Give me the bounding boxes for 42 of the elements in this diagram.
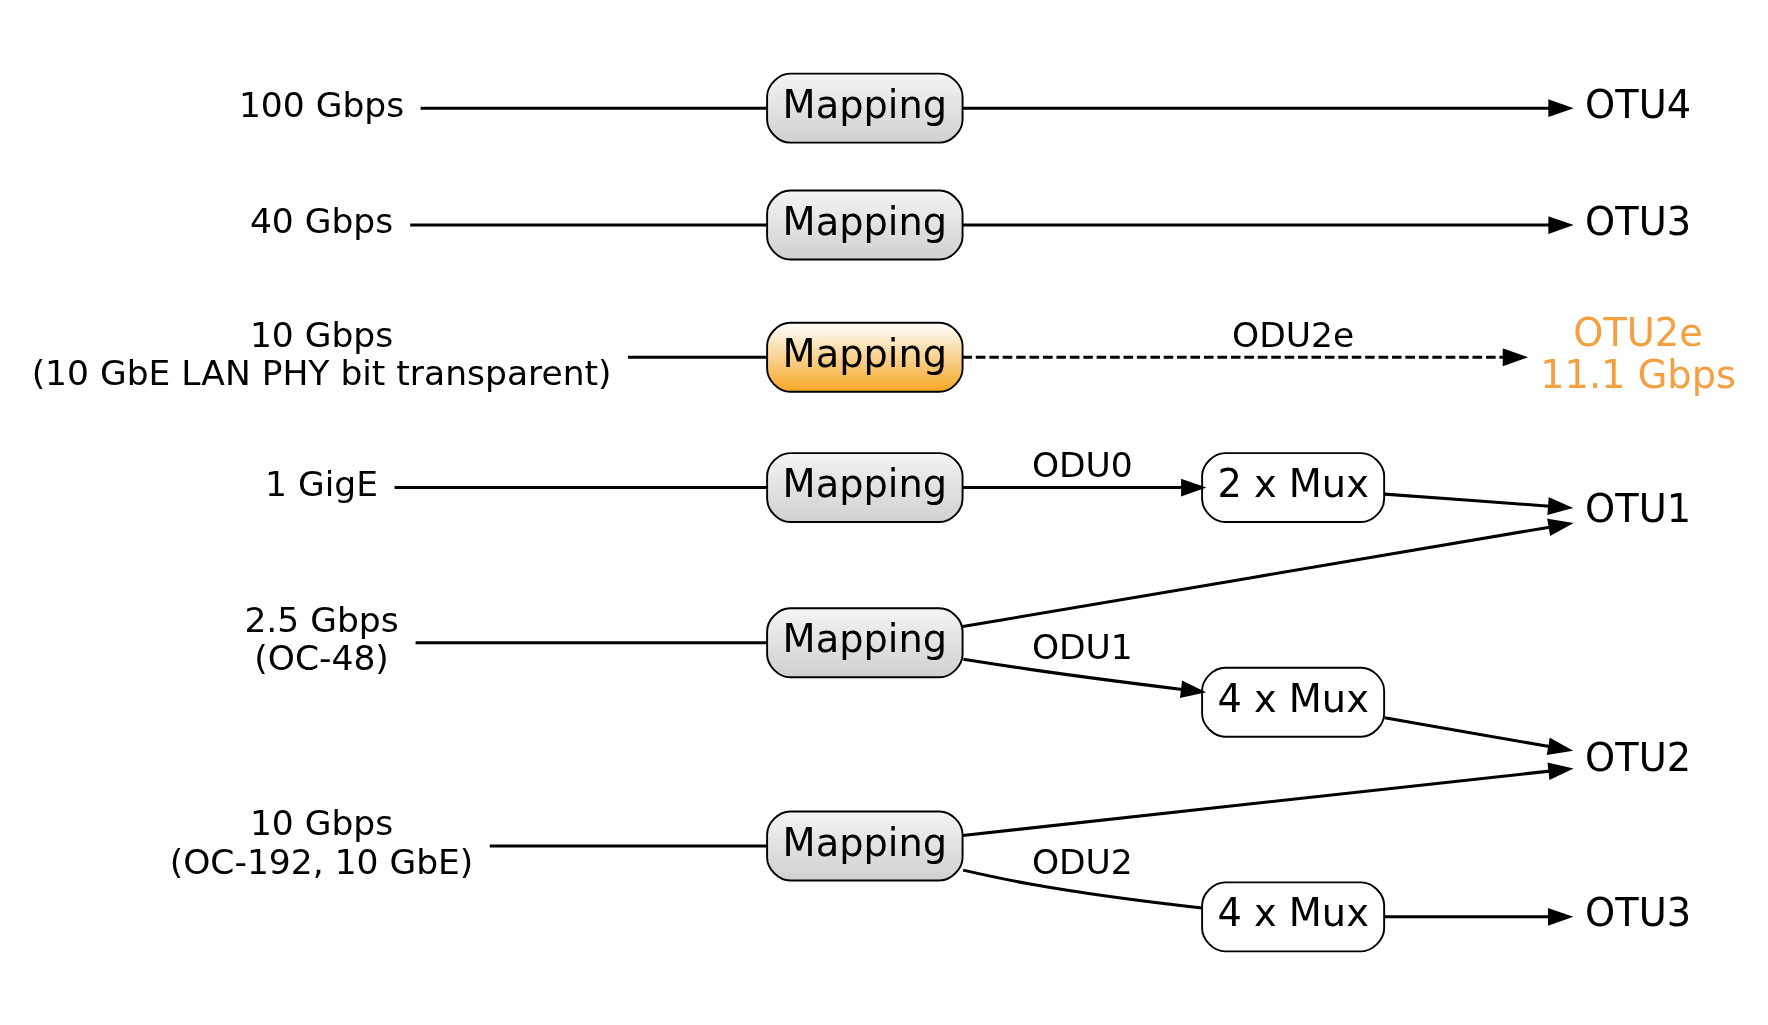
connector — [420, 106, 767, 110]
edge-label: ODU1 — [1031, 626, 1133, 667]
arrow — [962, 518, 1574, 629]
arrow — [962, 99, 1574, 118]
arrow — [962, 216, 1574, 234]
node-text: 10 Gbps (10 GbE LAN PHY bit transparent) — [31, 314, 612, 393]
node-box: Mapping — [766, 72, 964, 144]
arrow — [1384, 716, 1574, 756]
connector — [627, 355, 767, 359]
arrow — [963, 657, 1207, 699]
node-box: Mapping — [766, 189, 964, 261]
arrow — [1384, 907, 1574, 926]
node-text: OTU3 — [1585, 198, 1692, 244]
node-text: 10 Gbps (OC-192, 10 GbE) — [169, 803, 474, 882]
node-box: Mapping — [766, 321, 964, 393]
node-text: OTU2 — [1585, 735, 1692, 781]
arrow — [1384, 492, 1574, 515]
arrow — [963, 478, 1207, 497]
node-text: OTU2e 11.1 Gbps — [1540, 309, 1736, 397]
arrow — [962, 762, 1574, 837]
node-text: OTU3 — [1585, 890, 1692, 936]
connector — [489, 844, 768, 848]
node-box: 4 x Mux — [1201, 881, 1386, 953]
edge-label: ODU0 — [1031, 444, 1133, 485]
node-box: Mapping — [766, 607, 964, 679]
node-text: 1 GigE — [265, 464, 379, 505]
connector — [410, 223, 767, 227]
edge-label: ODU2 — [1031, 841, 1133, 882]
node-text: 100 Gbps — [238, 84, 405, 125]
connector — [962, 868, 1203, 910]
edge-label: ODU2e — [1232, 314, 1355, 355]
node-box: Mapping — [766, 452, 964, 524]
node-text: 40 Gbps — [249, 201, 394, 242]
node-text: OTU1 — [1585, 486, 1692, 532]
node-text: 2.5 Gbps (OC-48) — [244, 600, 399, 679]
arrow — [962, 348, 1529, 367]
node-box: Mapping — [766, 810, 964, 882]
node-text: OTU4 — [1585, 81, 1692, 127]
connector — [394, 486, 768, 490]
connector — [415, 641, 767, 645]
node-box: 2 x Mux — [1201, 452, 1386, 524]
node-box: 4 x Mux — [1201, 666, 1386, 738]
